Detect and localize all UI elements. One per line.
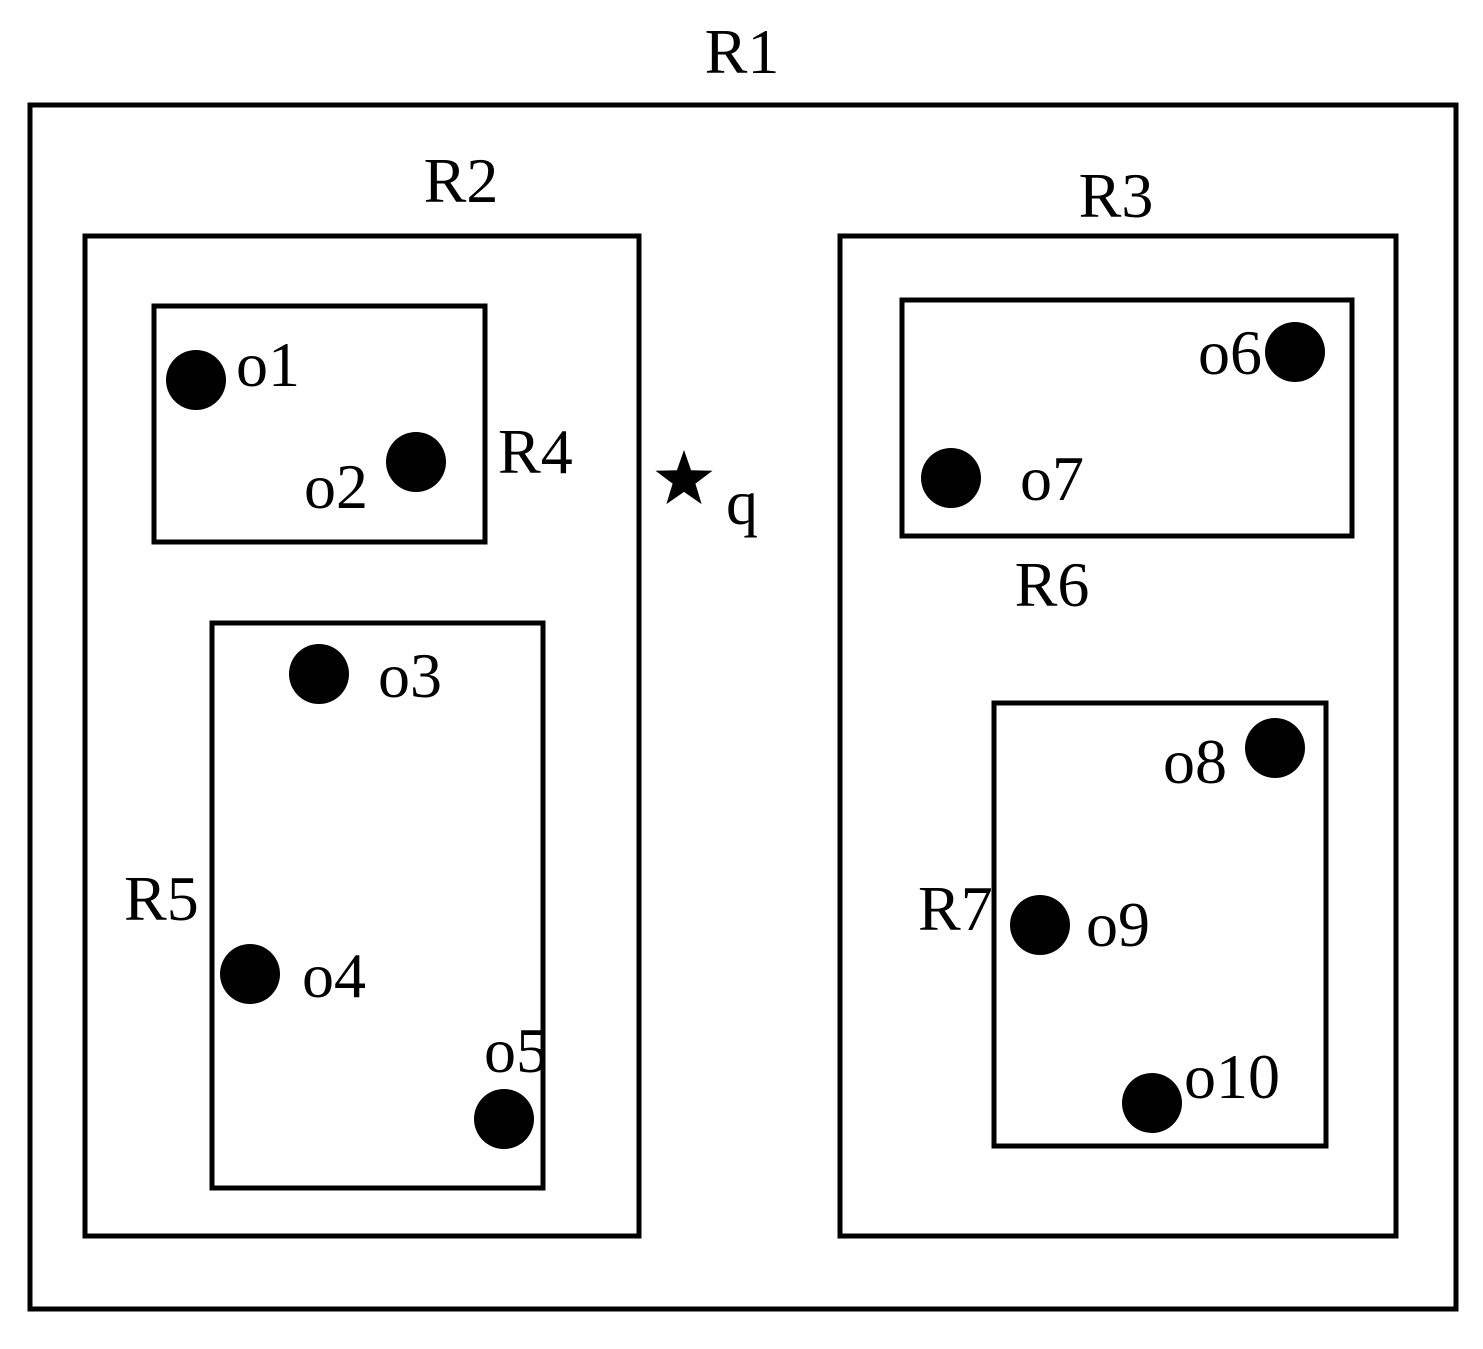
point-o2 bbox=[386, 432, 446, 492]
point-o8-label: o8 bbox=[1163, 726, 1227, 797]
point-o6-label: o6 bbox=[1198, 317, 1262, 388]
region-r1-label: R1 bbox=[705, 16, 780, 87]
point-o5 bbox=[474, 1089, 534, 1149]
point-o10 bbox=[1122, 1073, 1182, 1133]
region-r2-box bbox=[82, 233, 642, 1239]
point-o4-label: o4 bbox=[302, 940, 366, 1011]
point-o9-label: o9 bbox=[1086, 889, 1150, 960]
point-o6 bbox=[1265, 322, 1325, 382]
point-o9 bbox=[1010, 895, 1070, 955]
region-r6-label: R6 bbox=[1015, 549, 1090, 620]
region-r1-box bbox=[27, 102, 1459, 1312]
query-label: q bbox=[726, 467, 758, 538]
region-r5-label: R5 bbox=[124, 863, 199, 934]
point-o1 bbox=[166, 350, 226, 410]
region-r7-box bbox=[991, 700, 1329, 1149]
point-o10-label: o10 bbox=[1184, 1041, 1280, 1112]
region-r4-box bbox=[151, 303, 488, 545]
point-o2-label: o2 bbox=[304, 451, 368, 522]
point-o5-label: o5 bbox=[484, 1015, 548, 1086]
region-r2-label: R2 bbox=[424, 145, 499, 216]
point-o8 bbox=[1245, 718, 1305, 778]
region-r3-box bbox=[837, 233, 1399, 1239]
region-r5-box bbox=[209, 620, 546, 1191]
region-r3-label: R3 bbox=[1079, 160, 1154, 231]
region-r7-label: R7 bbox=[918, 873, 993, 944]
region-r4-label: R4 bbox=[498, 416, 573, 487]
point-o7-label: o7 bbox=[1020, 443, 1084, 514]
region-r6-box bbox=[899, 297, 1355, 539]
point-o3 bbox=[289, 644, 349, 704]
star-icon bbox=[655, 450, 713, 505]
point-o4 bbox=[220, 944, 280, 1004]
point-o7 bbox=[921, 448, 981, 508]
point-o1-label: o1 bbox=[236, 329, 300, 400]
point-o3-label: o3 bbox=[378, 640, 442, 711]
